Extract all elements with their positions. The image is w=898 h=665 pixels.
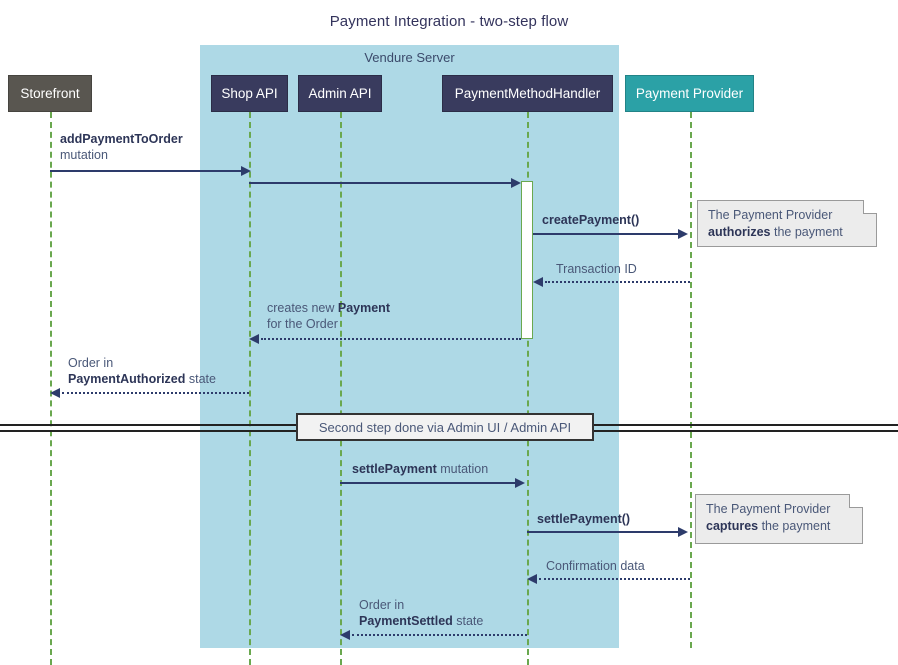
activation-bar-payment-method-handler	[521, 181, 533, 339]
participant-shop-api[interactable]: Shop API	[211, 75, 288, 112]
participant-label: Admin API	[308, 86, 372, 101]
participant-label: PaymentMethodHandler	[454, 86, 601, 101]
group-box-vendure-server	[200, 45, 619, 648]
message-arrow-create-payment	[533, 233, 679, 235]
arrowhead-right-icon	[511, 178, 521, 188]
message-label-rest: creates new	[267, 301, 338, 315]
arrowhead-left-icon	[50, 388, 60, 398]
message-label-settle-payment-mutation: settlePayment mutation	[352, 461, 488, 477]
message-label-line1: Order in	[359, 598, 405, 612]
arrowhead-right-icon	[678, 229, 688, 239]
message-label-settle-payment-call: settlePayment()	[537, 511, 630, 527]
arrowhead-right-icon	[241, 166, 251, 176]
message-arrow-settle-payment-call	[527, 531, 679, 533]
divider-label: Second step done via Admin UI / Admin AP…	[318, 419, 572, 435]
participant-admin-api[interactable]: Admin API	[298, 75, 382, 112]
message-arrow-transaction-id	[545, 281, 690, 283]
participant-payment-method-handler[interactable]: PaymentMethodHandler	[442, 75, 613, 112]
participant-label: Shop API	[221, 86, 278, 101]
arrowhead-left-icon	[527, 574, 537, 584]
message-label-confirmation-data: Confirmation data	[546, 559, 645, 573]
note-bold: captures	[706, 519, 759, 533]
participant-label: Payment Provider	[635, 86, 744, 101]
arrowhead-right-icon	[515, 478, 525, 488]
note-authorize: The Payment Provider authorizes the paym…	[697, 200, 877, 247]
message-arrow-order-payment-settled	[352, 634, 527, 636]
message-label-create-payment: createPayment()	[542, 212, 639, 228]
message-label-line2: for the Order	[267, 317, 338, 331]
arrowhead-left-icon	[533, 277, 543, 287]
message-label-creates-new-payment: creates new Payment for the Order	[267, 300, 390, 332]
lifeline-payment-method-handler	[527, 112, 529, 665]
message-label-order-payment-authorized: Order in PaymentAuthorized state	[68, 355, 216, 387]
message-label-add-payment-to-order: addPaymentToOrder mutation	[60, 131, 183, 163]
lifeline-admin-api	[340, 112, 342, 665]
message-label-order-payment-settled: Order in PaymentSettled state	[359, 597, 483, 629]
participant-payment-provider[interactable]: Payment Provider	[625, 75, 754, 112]
note-rest: the payment	[758, 519, 831, 533]
message-label-bold: createPayment()	[542, 213, 640, 227]
message-arrow-shop-to-handler	[249, 182, 512, 184]
message-label-rest: mutation	[60, 148, 108, 162]
message-label-bold: Payment	[337, 301, 390, 315]
divider-label-box: Second step done via Admin UI / Admin AP…	[296, 413, 594, 441]
note-line-2: authorizes the payment	[708, 224, 866, 241]
lifeline-shop-api	[249, 112, 251, 665]
note-line-1: The Payment Provider	[708, 208, 833, 222]
arrowhead-right-icon	[678, 527, 688, 537]
page-title: Payment Integration - two-step flow	[329, 13, 569, 30]
message-label-bold: PaymentAuthorized	[68, 372, 186, 386]
arrowhead-left-icon	[249, 334, 259, 344]
message-arrow-settle-payment-mutation	[340, 482, 516, 484]
message-label-bold: addPaymentToOrder	[60, 132, 183, 146]
message-label-line1: Order in	[68, 356, 114, 370]
participant-label: Storefront	[20, 86, 80, 101]
message-label-bold: settlePayment()	[537, 512, 631, 526]
message-label-rest: state	[185, 372, 216, 386]
note-bold: authorizes	[708, 225, 771, 239]
message-label-bold: settlePayment	[352, 462, 437, 476]
note-fold-corner-icon	[849, 494, 863, 508]
note-fold-corner-icon	[863, 200, 877, 214]
note-capture: The Payment Provider captures the paymen…	[695, 494, 863, 544]
message-arrow-creates-new-payment	[261, 338, 521, 340]
message-label-transaction-id: Transaction ID	[556, 262, 637, 276]
arrowhead-left-icon	[340, 630, 350, 640]
message-label-rest: mutation	[436, 462, 489, 476]
note-line-2: captures the payment	[706, 518, 852, 535]
message-label-bold: PaymentSettled	[359, 614, 453, 628]
note-line-1: The Payment Provider	[706, 502, 831, 516]
message-label-rest: state	[452, 614, 484, 628]
message-arrow-add-payment-to-order	[50, 170, 242, 172]
lifeline-payment-provider	[690, 112, 692, 648]
message-arrow-order-payment-authorized	[62, 392, 249, 394]
participant-storefront[interactable]: Storefront	[8, 75, 92, 112]
note-rest: the payment	[770, 225, 843, 239]
group-label: Vendure Server	[364, 50, 455, 65]
message-arrow-confirmation-data	[539, 578, 690, 580]
